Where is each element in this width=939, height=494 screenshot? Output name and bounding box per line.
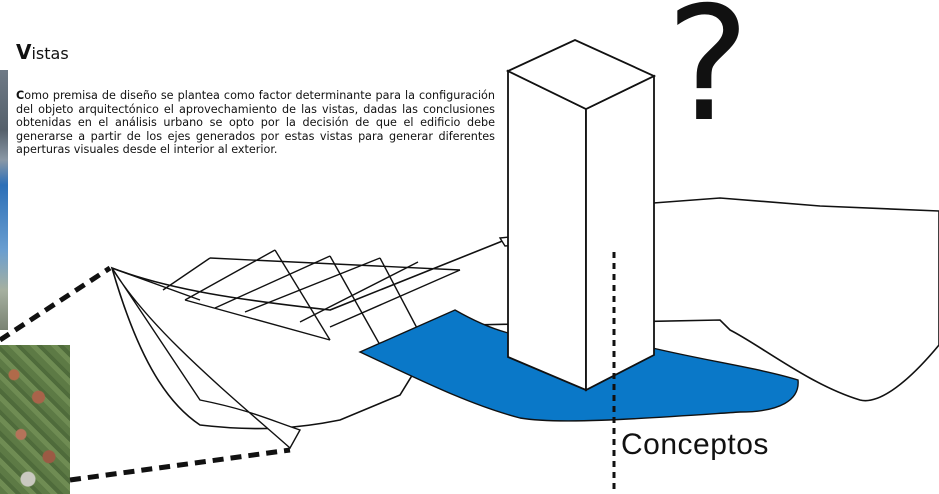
zoom-line-bottom xyxy=(69,447,291,483)
section-title: Vistas xyxy=(16,40,69,64)
title-initial: V xyxy=(16,40,32,64)
title-rest: istas xyxy=(31,44,69,63)
building-top-face xyxy=(505,39,657,111)
concepts-label: Conceptos xyxy=(621,428,769,461)
site-edge-line xyxy=(111,267,201,301)
building-left-face xyxy=(507,69,587,392)
paragraph-initial: C xyxy=(16,89,25,102)
aerial-photo-fragment xyxy=(0,345,70,494)
adjacent-page-image-strip xyxy=(0,0,8,330)
building-prism xyxy=(505,39,657,392)
street-grid xyxy=(162,249,461,346)
site-inner-wedge xyxy=(111,267,302,450)
building-right-face xyxy=(585,74,655,392)
zoom-line-top xyxy=(0,265,112,343)
paragraph-text: omo premisa de diseño se plantea como fa… xyxy=(16,89,495,157)
question-mark-symbol: ? xyxy=(666,0,750,157)
description-paragraph: Como premisa de diseño se plantea como f… xyxy=(16,89,495,157)
